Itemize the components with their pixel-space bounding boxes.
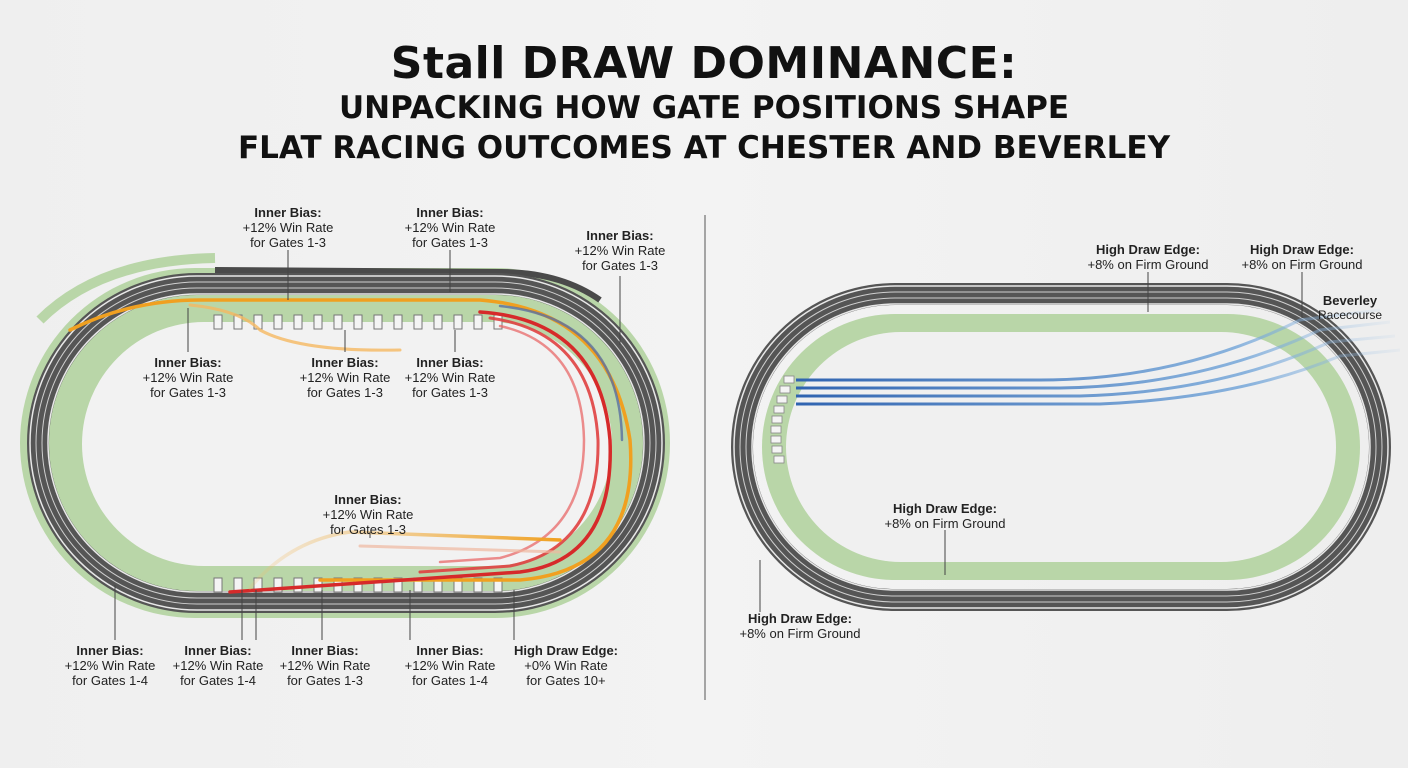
beverley-lane-2 bbox=[739, 291, 1383, 603]
chester-track bbox=[20, 250, 670, 640]
title-line-2: UNPACKING HOW GATE POSITIONS SHAPE bbox=[338, 90, 1070, 126]
beverley-infield bbox=[786, 332, 1336, 562]
beverley-track bbox=[731, 272, 1401, 612]
title-line-1: Stall DRAW DOMINANCE: bbox=[390, 38, 1018, 89]
chester-line-red-1 bbox=[228, 310, 612, 594]
chester-line-orange-mid bbox=[188, 303, 402, 352]
beverley-leaders bbox=[759, 272, 1303, 612]
chester-turf-arc bbox=[36, 253, 216, 324]
chester-gates-top bbox=[213, 314, 503, 330]
chester-lane-3 bbox=[41, 287, 651, 599]
chester-line-red-3 bbox=[438, 324, 586, 564]
beverley-gates bbox=[770, 375, 795, 464]
chester-approach bbox=[214, 267, 602, 303]
chester-line-pink bbox=[358, 544, 562, 554]
beverley-label-top-1: High Draw Edge:+8% on Firm Ground bbox=[1087, 242, 1209, 272]
beverley-lane-4 bbox=[751, 303, 1371, 591]
beverley-lane-3 bbox=[745, 297, 1377, 597]
chester-line-orange-bottom bbox=[248, 530, 562, 590]
chester-lane-4 bbox=[47, 293, 645, 593]
beverley-label-center: High Draw Edge:+8% on Firm Ground bbox=[884, 501, 1006, 531]
chester-racing-lines bbox=[68, 298, 633, 594]
beverley-lines-green bbox=[786, 412, 1320, 474]
chester-lane-2 bbox=[35, 281, 657, 605]
chester-infield bbox=[82, 322, 612, 566]
chester-track-band bbox=[27, 273, 665, 613]
title-line-3: FLAT RACING OUTCOMES AT CHESTER AND BEVE… bbox=[237, 130, 1171, 166]
beverley-track-band bbox=[731, 283, 1391, 611]
beverley-label-bottom: High Draw Edge:+8% on Firm Ground bbox=[739, 611, 861, 641]
chester-lane-1 bbox=[29, 275, 663, 611]
beverley-lane-1 bbox=[733, 285, 1389, 609]
chester-line-orange-outer bbox=[68, 298, 633, 582]
chester-leaders bbox=[114, 250, 621, 640]
chester-line-blue bbox=[498, 304, 624, 442]
beverley-lines-blue bbox=[796, 308, 1401, 406]
beverley-label-top-2: High Draw Edge:+8% on Firm Ground bbox=[1241, 242, 1363, 272]
